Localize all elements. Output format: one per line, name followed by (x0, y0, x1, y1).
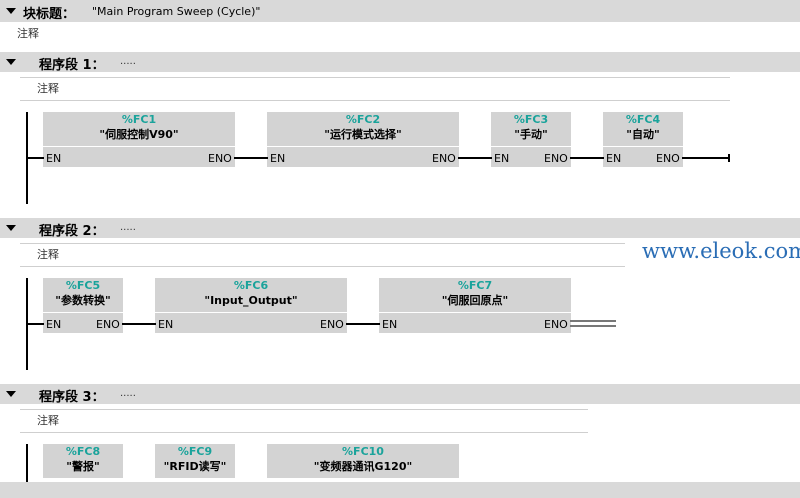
block-title-header[interactable]: 块标题： "Main Program Sweep (Cycle)" (0, 0, 800, 22)
block-number: %FC7 (457, 279, 493, 292)
network-2-header[interactable]: 程序段 2： ..... (0, 218, 800, 239)
connection-wire (234, 157, 268, 159)
open-output-wire (570, 325, 616, 327)
en-pin[interactable]: EN (46, 318, 62, 331)
block-name: "伺服回原点" (441, 294, 509, 307)
comment-border-bottom (20, 432, 588, 433)
block-name: "参数转换" (55, 294, 111, 307)
eno-pin[interactable]: ENO (544, 152, 568, 165)
comment-border-bottom (20, 266, 625, 267)
block-title-label: 块标题： (23, 7, 76, 22)
function-block-fc6[interactable]: %FC6 "Input_Output" (155, 278, 347, 312)
horizontal-scrollbar[interactable] (0, 482, 800, 498)
eno-pin[interactable]: ENO (656, 152, 680, 165)
block-title-value[interactable]: "Main Program Sweep (Cycle)" (92, 5, 261, 18)
collapse-triangle-icon[interactable] (6, 391, 16, 397)
comment-border-top (20, 409, 588, 410)
block-number: %FC9 (177, 445, 213, 458)
wire-end-marker (728, 154, 730, 162)
block-body[interactable] (43, 313, 123, 333)
block-name: "运行模式选择" (324, 128, 402, 141)
network-2-title[interactable]: ..... (120, 222, 136, 233)
network-3-title[interactable]: ..... (120, 388, 136, 399)
comment-border-bottom (20, 100, 730, 101)
function-block-fc9[interactable]: %FC9 "RFID读写" (155, 444, 235, 478)
watermark: www.eleok.com (642, 239, 800, 263)
function-block-fc7[interactable]: %FC7 "伺服回原点" (379, 278, 571, 312)
block-number: %FC3 (513, 113, 549, 126)
function-block-fc3[interactable]: %FC3 "手动" (491, 112, 571, 146)
eno-pin[interactable]: ENO (208, 152, 232, 165)
block-name: "Input_Output" (204, 294, 298, 307)
eno-pin[interactable]: ENO (96, 318, 120, 331)
open-output-wire (570, 320, 616, 322)
block-number: %FC2 (345, 113, 381, 126)
connection-wire (27, 323, 44, 325)
function-block-fc5[interactable]: %FC5 "参数转换" (43, 278, 123, 312)
en-pin[interactable]: EN (494, 152, 510, 165)
eno-pin[interactable]: ENO (320, 318, 344, 331)
block-body[interactable] (43, 147, 235, 167)
en-pin[interactable]: EN (382, 318, 398, 331)
connection-wire (346, 323, 380, 325)
comment-border-top (20, 77, 730, 78)
power-rail (26, 444, 28, 498)
eno-pin[interactable]: ENO (432, 152, 456, 165)
network-3-header[interactable]: 程序段 3： ..... (0, 384, 800, 405)
connection-wire (122, 323, 156, 325)
block-body[interactable] (267, 147, 459, 167)
network-2-label: 程序段 2： (39, 224, 105, 239)
network-3-comment[interactable]: 注释 (37, 414, 59, 427)
network-2-comment[interactable]: 注释 (37, 248, 59, 261)
network-1-title[interactable]: ..... (120, 56, 136, 67)
connection-wire (570, 157, 604, 159)
collapse-triangle-icon[interactable] (6, 225, 16, 231)
block-name: "伺服控制V90" (99, 128, 179, 141)
block-number: %FC4 (625, 113, 661, 126)
function-block-fc4[interactable]: %FC4 "自动" (603, 112, 683, 146)
collapse-triangle-icon[interactable] (6, 8, 16, 14)
en-pin[interactable]: EN (270, 152, 286, 165)
network-1-header[interactable]: 程序段 1： ..... (0, 52, 800, 73)
block-number: %FC6 (233, 279, 269, 292)
connection-wire (458, 157, 492, 159)
comment-border-top (20, 243, 625, 244)
connection-wire (682, 157, 729, 159)
function-block-fc2[interactable]: %FC2 "运行模式选择" (267, 112, 459, 146)
block-body[interactable] (603, 147, 683, 167)
block-name: "RFID读写" (163, 460, 227, 473)
eno-pin[interactable]: ENO (544, 318, 568, 331)
connection-wire (27, 157, 44, 159)
block-body[interactable] (379, 313, 571, 333)
block-name: "警报" (66, 460, 100, 473)
collapse-triangle-icon[interactable] (6, 59, 16, 65)
network-1-comment[interactable]: 注释 (37, 82, 59, 95)
block-number: %FC8 (65, 445, 101, 458)
block-number: %FC10 (342, 445, 384, 458)
function-block-fc8[interactable]: %FC8 "警报" (43, 444, 123, 478)
network-3-label: 程序段 3： (39, 390, 105, 405)
block-number: %FC1 (121, 113, 157, 126)
en-pin[interactable]: EN (46, 152, 62, 165)
block-name: "自动" (626, 128, 660, 141)
block-name: "变频器通讯G120" (313, 460, 413, 473)
function-block-fc10[interactable]: %FC10 "变频器通讯G120" (267, 444, 459, 478)
block-name: "手动" (514, 128, 548, 141)
en-pin[interactable]: EN (158, 318, 174, 331)
block-body[interactable] (491, 147, 571, 167)
block-body[interactable] (155, 313, 347, 333)
function-block-fc1[interactable]: %FC1 "伺服控制V90" (43, 112, 235, 146)
block-number: %FC5 (65, 279, 101, 292)
block-comment[interactable]: 注释 (17, 27, 39, 40)
network-1-label: 程序段 1： (39, 58, 105, 73)
en-pin[interactable]: EN (606, 152, 622, 165)
